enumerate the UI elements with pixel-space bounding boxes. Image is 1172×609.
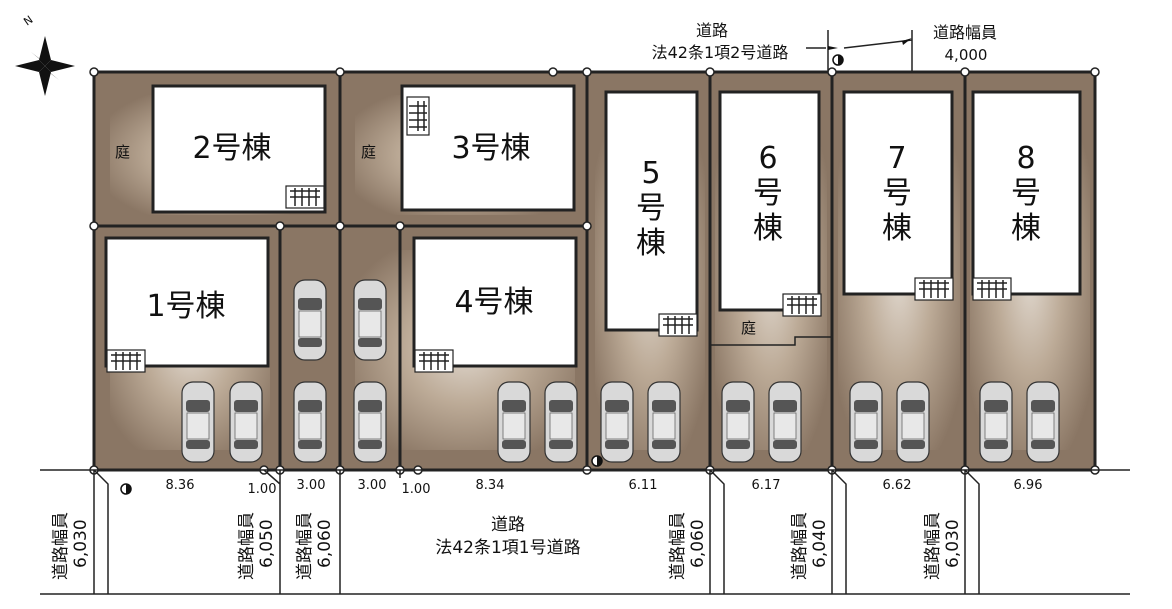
svg-text:6,060: 6,060 [315, 519, 335, 568]
compass-icon: N [15, 13, 75, 96]
svg-text:6: 6 [758, 141, 777, 176]
dim-gap-2: 1.00 [402, 482, 431, 497]
building-6 [718, 90, 821, 312]
svg-text:6,030: 6,030 [943, 519, 963, 568]
svg-text:道路幅員: 道路幅員 [295, 512, 315, 580]
building-4 [412, 236, 578, 368]
svg-text:号: 号 [753, 176, 783, 211]
svg-text:道路幅員: 道路幅員 [923, 512, 943, 580]
svg-text:棟: 棟 [882, 211, 912, 246]
garden-label-lot-6: 庭 [741, 319, 756, 337]
road-width-5: 道路幅員 6,040 [790, 512, 830, 580]
svg-text:道路幅員: 道路幅員 [51, 512, 71, 580]
building-label-8: 8号棟 [1011, 141, 1041, 246]
svg-text:道路幅員: 道路幅員 [237, 512, 257, 580]
building-3 [400, 84, 576, 212]
top-road-title: 道路 [696, 21, 728, 40]
north-label: N [21, 13, 35, 28]
dim-lot-4: 8.34 [476, 478, 505, 493]
buildings [104, 84, 1082, 368]
svg-text:棟: 棟 [636, 226, 666, 261]
garden-label-lot-3: 庭 [361, 143, 376, 161]
building-8 [971, 90, 1082, 296]
svg-text:5: 5 [641, 156, 660, 191]
svg-text:7: 7 [887, 141, 906, 176]
building-5 [604, 90, 699, 332]
svg-text:号: 号 [1011, 176, 1041, 211]
dim-lot-6: 6.17 [752, 478, 781, 493]
dim-driveway-1: 3.00 [297, 478, 326, 493]
building-1 [104, 236, 270, 368]
building-label-2: 2号棟 [192, 131, 271, 166]
building-7 [842, 90, 954, 296]
road-width-4: 道路幅員 6,060 [668, 512, 708, 580]
garden-label-lot-2: 庭 [115, 143, 130, 161]
svg-text:道路幅員: 道路幅員 [790, 512, 810, 580]
top-road: 道路 法42条1項2号道路 道路幅員 4,000 [652, 21, 997, 72]
svg-text:号: 号 [882, 176, 912, 211]
dim-lot-1: 8.36 [166, 478, 195, 493]
road-width-3: 道路幅員 6,060 [295, 512, 335, 580]
building-label-1: 1号棟 [146, 289, 225, 324]
dim-driveway-2: 3.00 [358, 478, 387, 493]
frontage-dimensions: 8.36 1.00 3.00 3.00 1.00 8.34 6.11 6.17 … [166, 478, 1043, 497]
road-width-1: 道路幅員 6,030 [51, 512, 91, 580]
building-label-6: 6号棟 [753, 141, 783, 246]
road-width-2: 道路幅員 6,050 [237, 512, 277, 580]
svg-text:8: 8 [1016, 141, 1035, 176]
svg-text:6,040: 6,040 [810, 519, 830, 568]
road-width-6: 道路幅員 6,030 [923, 512, 963, 580]
dim-lot-8: 6.96 [1014, 478, 1043, 493]
dim-gap-1: 1.00 [248, 482, 277, 497]
svg-text:6,050: 6,050 [257, 519, 277, 568]
svg-text:棟: 棟 [753, 211, 783, 246]
dim-lot-7: 6.62 [883, 478, 912, 493]
building-label-3: 3号棟 [451, 131, 530, 166]
bottom-road-title: 道路 [491, 515, 525, 535]
top-road-width-value: 4,000 [945, 46, 988, 64]
svg-text:6,030: 6,030 [71, 519, 91, 568]
top-road-subtitle: 法42条1項2号道路 [652, 43, 789, 62]
svg-text:号: 号 [636, 191, 666, 226]
dim-lot-5: 6.11 [629, 478, 658, 493]
building-label-5: 5号棟 [636, 156, 666, 261]
top-road-width-label: 道路幅員 [933, 23, 997, 42]
building-label-7: 7号棟 [882, 141, 912, 246]
svg-text:道路幅員: 道路幅員 [668, 512, 688, 580]
road-edges [40, 469, 1130, 595]
svg-text:棟: 棟 [1011, 211, 1041, 246]
bottom-road-subtitle: 法42条1項1号道路 [435, 538, 580, 558]
building-label-4: 4号棟 [454, 285, 533, 320]
svg-text:6,060: 6,060 [688, 519, 708, 568]
